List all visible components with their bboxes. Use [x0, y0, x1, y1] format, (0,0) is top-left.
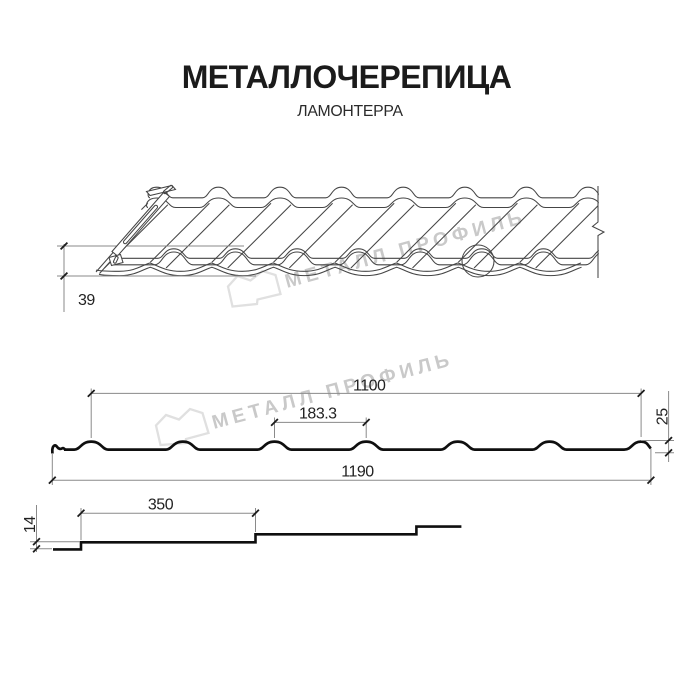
svg-text:350: 350 — [148, 497, 174, 514]
svg-text:25: 25 — [654, 408, 671, 425]
svg-text:14: 14 — [22, 516, 39, 533]
svg-text:39: 39 — [78, 292, 95, 309]
svg-text:1100: 1100 — [353, 378, 386, 395]
svg-text:1190: 1190 — [341, 463, 374, 480]
svg-text:МЕТАЛЛОЧЕРЕПИЦА: МЕТАЛЛОЧЕРЕПИЦА — [182, 59, 512, 95]
svg-text:ЛАМОНТЕРРА: ЛАМОНТЕРРА — [297, 103, 403, 120]
svg-text:183.3: 183.3 — [299, 406, 337, 423]
